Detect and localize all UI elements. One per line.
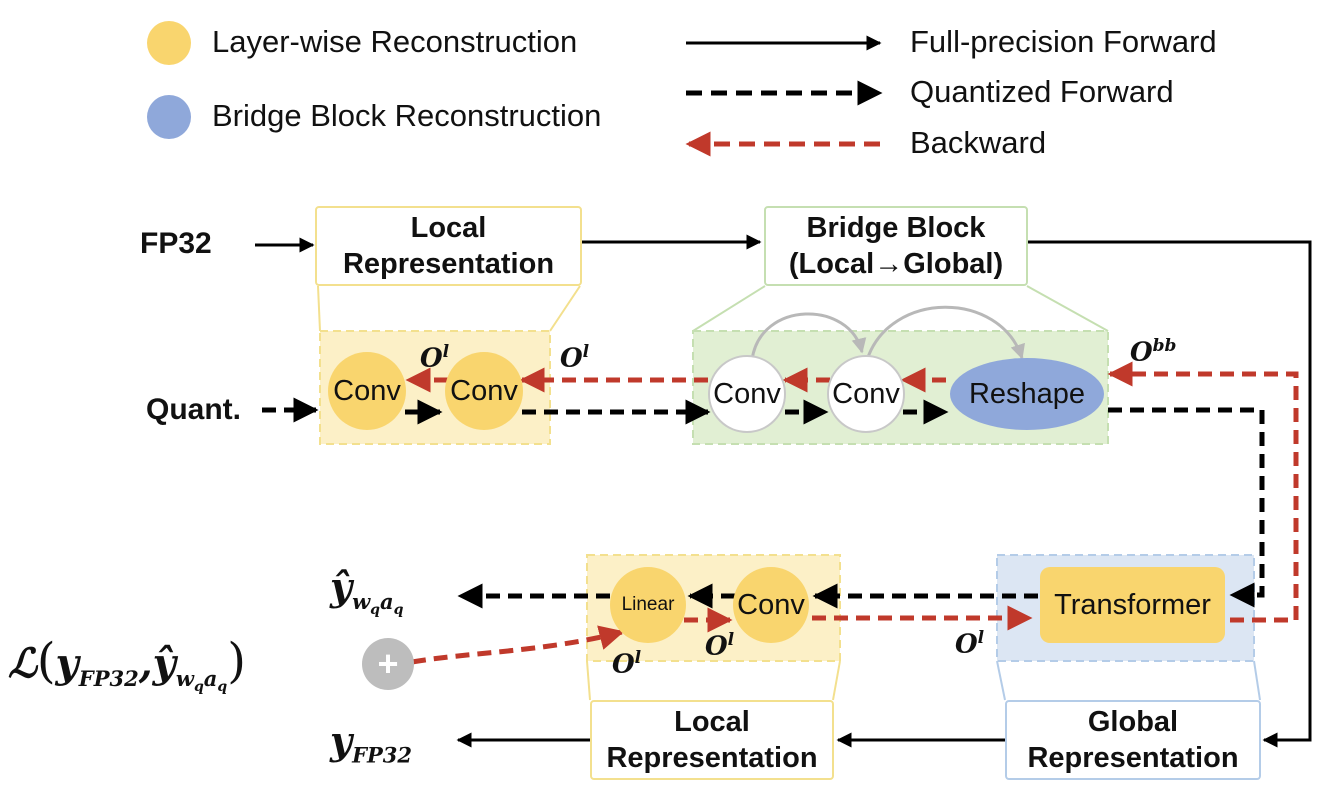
legend-bridge-block-label: Bridge Block Reconstruction bbox=[212, 98, 602, 133]
o-letter: O bbox=[955, 629, 978, 660]
comma: , bbox=[138, 640, 153, 687]
quant-arrow bbox=[1108, 407, 1265, 608]
subscript: q bbox=[217, 679, 228, 696]
legend-quantized-label: Quantized Forward bbox=[910, 74, 1174, 109]
zoom-line bbox=[1026, 285, 1109, 332]
bridge-block-box: Bridge Block (Local→Global) bbox=[764, 206, 1028, 286]
reshape-node: Reshape bbox=[950, 358, 1104, 430]
y-hat-symbol: ŷ bbox=[330, 564, 353, 609]
zoom-line bbox=[832, 660, 841, 701]
conv-node: Conv bbox=[708, 355, 786, 433]
o-superscript: l bbox=[727, 630, 735, 650]
box-line: Representation bbox=[1027, 742, 1239, 774]
o-letter: O bbox=[560, 343, 583, 374]
backward-arrow bbox=[1107, 361, 1299, 623]
skip-connection-arrow bbox=[865, 305, 1025, 361]
fp-arrow bbox=[1027, 240, 1312, 748]
y-symbol: y bbox=[330, 718, 353, 763]
quant-input-label: Quant. bbox=[146, 393, 241, 426]
o-l-label: Ol bbox=[705, 630, 734, 662]
o-superscript: l bbox=[634, 648, 642, 668]
box-line: Bridge Block bbox=[806, 212, 986, 244]
zoom-line bbox=[549, 285, 581, 332]
o-superscript: l bbox=[977, 628, 985, 648]
o-letter: O bbox=[420, 343, 443, 374]
subscript: q bbox=[393, 601, 404, 618]
fp32-input-label: FP32 bbox=[140, 227, 212, 260]
box-line: Global bbox=[1087, 706, 1179, 738]
open-paren: ( bbox=[36, 633, 56, 689]
y-hat-symbol: ŷ bbox=[152, 640, 176, 687]
transformer-node: Transformer bbox=[1040, 567, 1225, 643]
y-fp32-output-label: yFP32 bbox=[330, 718, 412, 768]
zoom-line bbox=[1253, 660, 1261, 701]
box-line: Local bbox=[410, 212, 487, 244]
loss-symbol: ℒ bbox=[8, 640, 37, 687]
legend-backward-label: Backward bbox=[910, 125, 1047, 160]
close-paren: ) bbox=[227, 633, 246, 689]
box-line: (Local→Global) bbox=[788, 248, 1004, 280]
subscript: FP32 bbox=[352, 742, 413, 768]
subscript: q bbox=[370, 601, 380, 618]
o-letter: O bbox=[705, 631, 728, 662]
backward-arrow bbox=[411, 625, 625, 665]
zoom-line bbox=[317, 285, 321, 332]
subscript: w bbox=[352, 588, 371, 614]
o-l-label: Ol bbox=[612, 648, 641, 680]
box-line: Local bbox=[674, 706, 750, 738]
legend-full-precision-label: Full-precision Forward bbox=[910, 24, 1217, 59]
legend-layer-wise-label: Layer-wise Reconstruction bbox=[212, 24, 578, 59]
o-superscript: l bbox=[582, 342, 590, 362]
legend-bridge-block-swatch bbox=[147, 95, 191, 139]
y-hat-output-label: ŷwqaq bbox=[330, 564, 403, 618]
conv-node: Conv bbox=[827, 355, 905, 433]
o-letter: O bbox=[1130, 337, 1153, 368]
zoom-line bbox=[996, 660, 1006, 701]
plus-node: + bbox=[362, 638, 414, 690]
o-l-label: Ol bbox=[560, 342, 589, 374]
loss-expression: ℒ(yFP32,ŷwqaq) bbox=[8, 633, 246, 715]
subscript: FP32 bbox=[78, 666, 139, 691]
legend-layer-wise-swatch bbox=[147, 21, 191, 65]
conv-node: Conv bbox=[733, 567, 809, 643]
y-symbol: y bbox=[55, 640, 79, 687]
subscript: w bbox=[175, 666, 194, 691]
zoom-line bbox=[692, 285, 766, 332]
skip-connection-arrow bbox=[750, 312, 867, 361]
o-l-label: Ol bbox=[420, 342, 449, 374]
conv-node: Conv bbox=[328, 352, 406, 430]
box-line: Representation bbox=[342, 248, 555, 280]
conv-node: Conv bbox=[445, 352, 523, 430]
subscript: a bbox=[379, 588, 394, 614]
o-letter: O bbox=[612, 649, 635, 680]
o-l-label: Ol bbox=[955, 628, 984, 660]
o-superscript: bb bbox=[1152, 336, 1177, 356]
o-bb-label: Obb bbox=[1130, 336, 1176, 368]
zoom-line bbox=[586, 660, 591, 701]
subscript: a bbox=[203, 666, 218, 691]
linear-node: Linear bbox=[610, 567, 686, 643]
o-superscript: l bbox=[442, 342, 450, 362]
box-line: Representation bbox=[606, 742, 818, 774]
subscript: q bbox=[194, 679, 204, 696]
